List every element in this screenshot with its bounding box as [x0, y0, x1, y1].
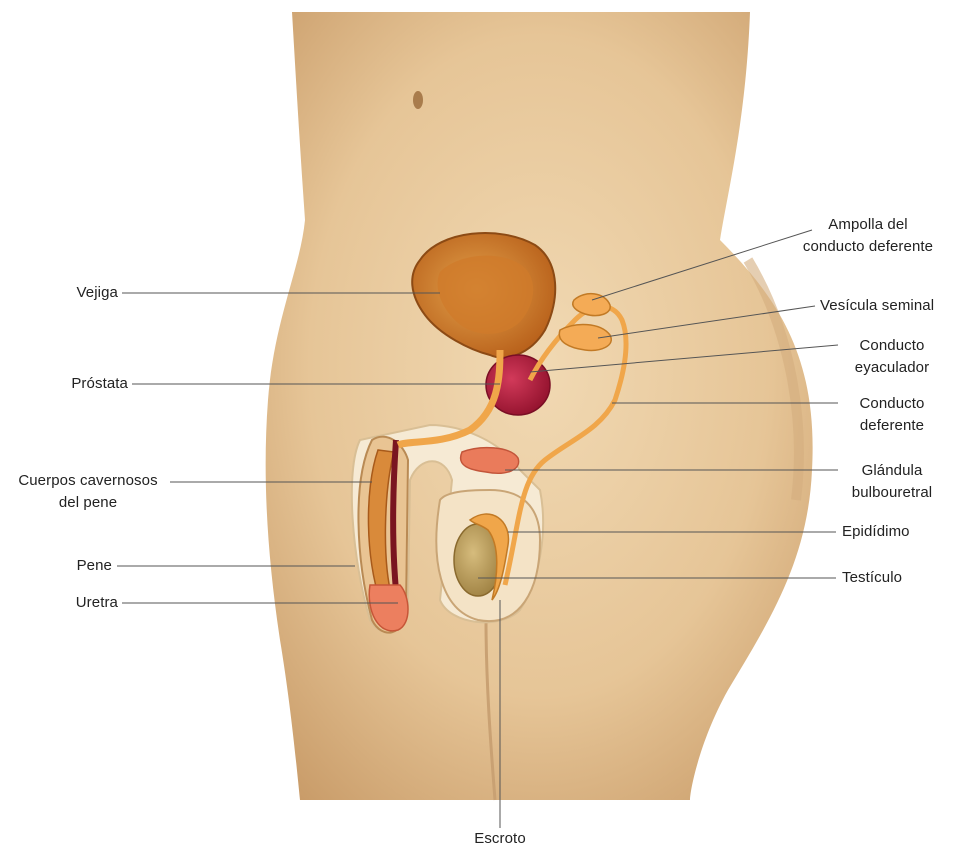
label-pene: Pene: [40, 555, 112, 577]
label-cuerpos-cavernosos: Cuerpos cavernosos del pene: [8, 470, 168, 514]
label-vejiga: Vejiga: [40, 282, 118, 304]
label-epididimo: Epidídimo: [842, 521, 942, 543]
label-uretra: Uretra: [40, 592, 118, 614]
label-vesicula-seminal: Vesícula seminal: [820, 295, 950, 317]
label-conducto-eyaculador: Conducto eyaculador: [834, 335, 950, 379]
label-escroto: Escroto: [455, 828, 545, 850]
label-testiculo: Testículo: [842, 567, 942, 589]
label-conducto-deferente: Conducto deferente: [834, 393, 950, 437]
label-glandula-bulbouretral: Glándula bulbouretral: [834, 460, 950, 504]
label-prostata: Próstata: [30, 373, 128, 395]
navel: [413, 91, 423, 109]
label-ampolla: Ampolla del conducto deferente: [786, 214, 950, 258]
